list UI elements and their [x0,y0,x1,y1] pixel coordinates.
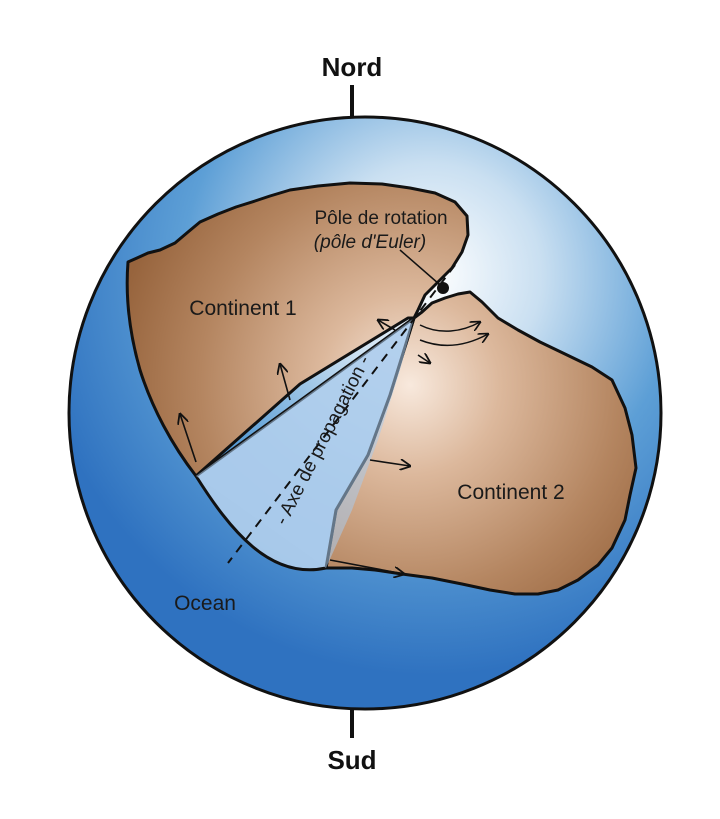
south-label: Sud [327,745,376,775]
continent-2-shape [324,290,638,596]
euler-pole-label: (pôle d'Euler) [314,232,426,253]
continent-2-label: Continent 2 [457,481,564,504]
north-label: Nord [322,52,383,82]
continent-1-label: Continent 1 [189,297,296,320]
ocean-label: Ocean [174,592,236,615]
continent-1-motion-arrow [280,364,291,401]
rotation-arc-arrow [419,322,480,332]
continent-1-motion-arrow [180,414,197,463]
ocean-rift-inner [196,318,414,568]
continent-1-motion-arrow [378,320,396,331]
pole-leader-line [399,249,440,285]
continent-2-motion-arrow [369,460,410,466]
continent-2-motion-arrow [329,559,404,574]
spreading-axis-line [227,264,456,564]
continent-2-motion-arrow [417,355,430,363]
rotation-arc-arrow-2 [419,334,488,347]
continent-1-shape [125,181,470,478]
rotation-pole-label: Pôle de rotation [314,208,447,229]
rotation-pole-marker [437,282,449,294]
